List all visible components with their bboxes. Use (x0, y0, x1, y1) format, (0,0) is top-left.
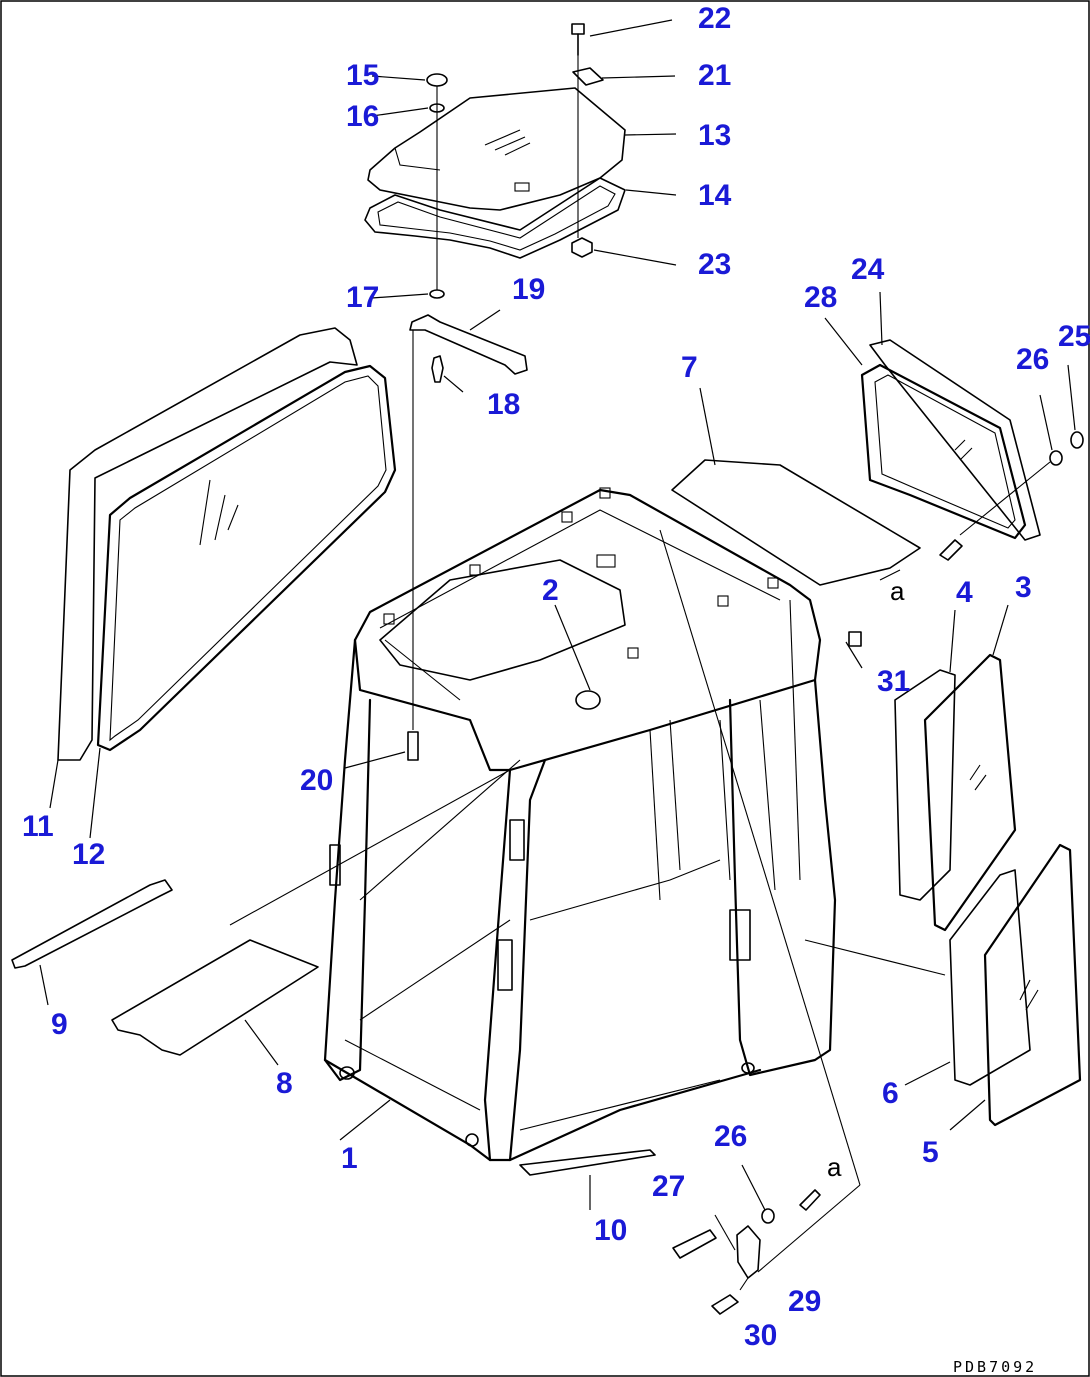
callout-22: 22 (698, 2, 731, 35)
lower-window-6 (949, 869, 1031, 1086)
cab-frame-1 (323, 487, 837, 1162)
callout-31: 31 (877, 665, 910, 698)
callout-5: 5 (922, 1136, 939, 1169)
roof-cover-7 (671, 459, 921, 586)
reference-letter-upper: a (890, 576, 905, 606)
callout-16: 16 (346, 100, 379, 133)
side-window-frame-11 (57, 327, 358, 761)
callout-labels: 1 2 3 4 5 6 7 8 9 10 11 12 13 14 15 16 1… (22, 2, 1090, 1352)
callout-30: 30 (744, 1319, 777, 1352)
callout-13: 13 (698, 119, 731, 152)
callout-17: 17 (346, 281, 379, 314)
callout-29: 29 (788, 1285, 821, 1318)
bracket-19 (409, 314, 528, 383)
callout-11: 11 (22, 810, 54, 843)
fastener-stack-left (412, 73, 448, 730)
callout-18: 18 (487, 388, 520, 421)
callout-25: 25 (1058, 320, 1090, 353)
callout-21: 21 (698, 59, 731, 92)
callout-3: 3 (1015, 571, 1032, 604)
callout-7: 7 (681, 351, 698, 384)
callout-23: 23 (698, 248, 731, 281)
callout-19: 19 (512, 273, 545, 306)
callout-10: 10 (594, 1214, 627, 1247)
callout-26-lower: 26 (714, 1120, 747, 1153)
callout-8: 8 (276, 1067, 293, 1100)
reference-letter-lower: a (827, 1152, 842, 1182)
callout-9: 9 (51, 1008, 68, 1041)
fastener-31 (848, 631, 862, 647)
callout-4: 4 (956, 576, 973, 609)
fastener-stack-right (571, 23, 604, 258)
window-seal-14 (364, 177, 626, 259)
callout-14: 14 (698, 179, 732, 212)
callout-15: 15 (346, 59, 379, 92)
callout-24: 24 (851, 253, 885, 286)
callout-26: 26 (1016, 343, 1049, 376)
callout-27: 27 (652, 1170, 685, 1203)
plate-10 (519, 1149, 656, 1176)
callout-2: 2 (542, 574, 559, 607)
rear-window-seal-28 (860, 363, 1027, 540)
plate-8 (111, 939, 319, 1056)
fasteners-25-26 (939, 431, 1084, 561)
callout-1: 1 (341, 1142, 358, 1175)
door-window-4 (894, 669, 956, 901)
rear-window-24 (869, 339, 1041, 541)
door-window-3 (923, 653, 1017, 932)
leader-lines (39, 19, 1076, 1291)
latch-assembly (672, 1189, 821, 1315)
callout-20: 20 (300, 764, 333, 797)
drawing-code: PDB7092 (953, 1358, 1037, 1376)
plate-9 (11, 879, 173, 969)
callout-6: 6 (882, 1077, 899, 1110)
lower-window-5 (983, 843, 1082, 1127)
callout-28: 28 (804, 281, 837, 314)
callout-12: 12 (72, 838, 105, 871)
roof-window-13 (367, 87, 626, 211)
side-window-glass-12 (96, 364, 397, 752)
